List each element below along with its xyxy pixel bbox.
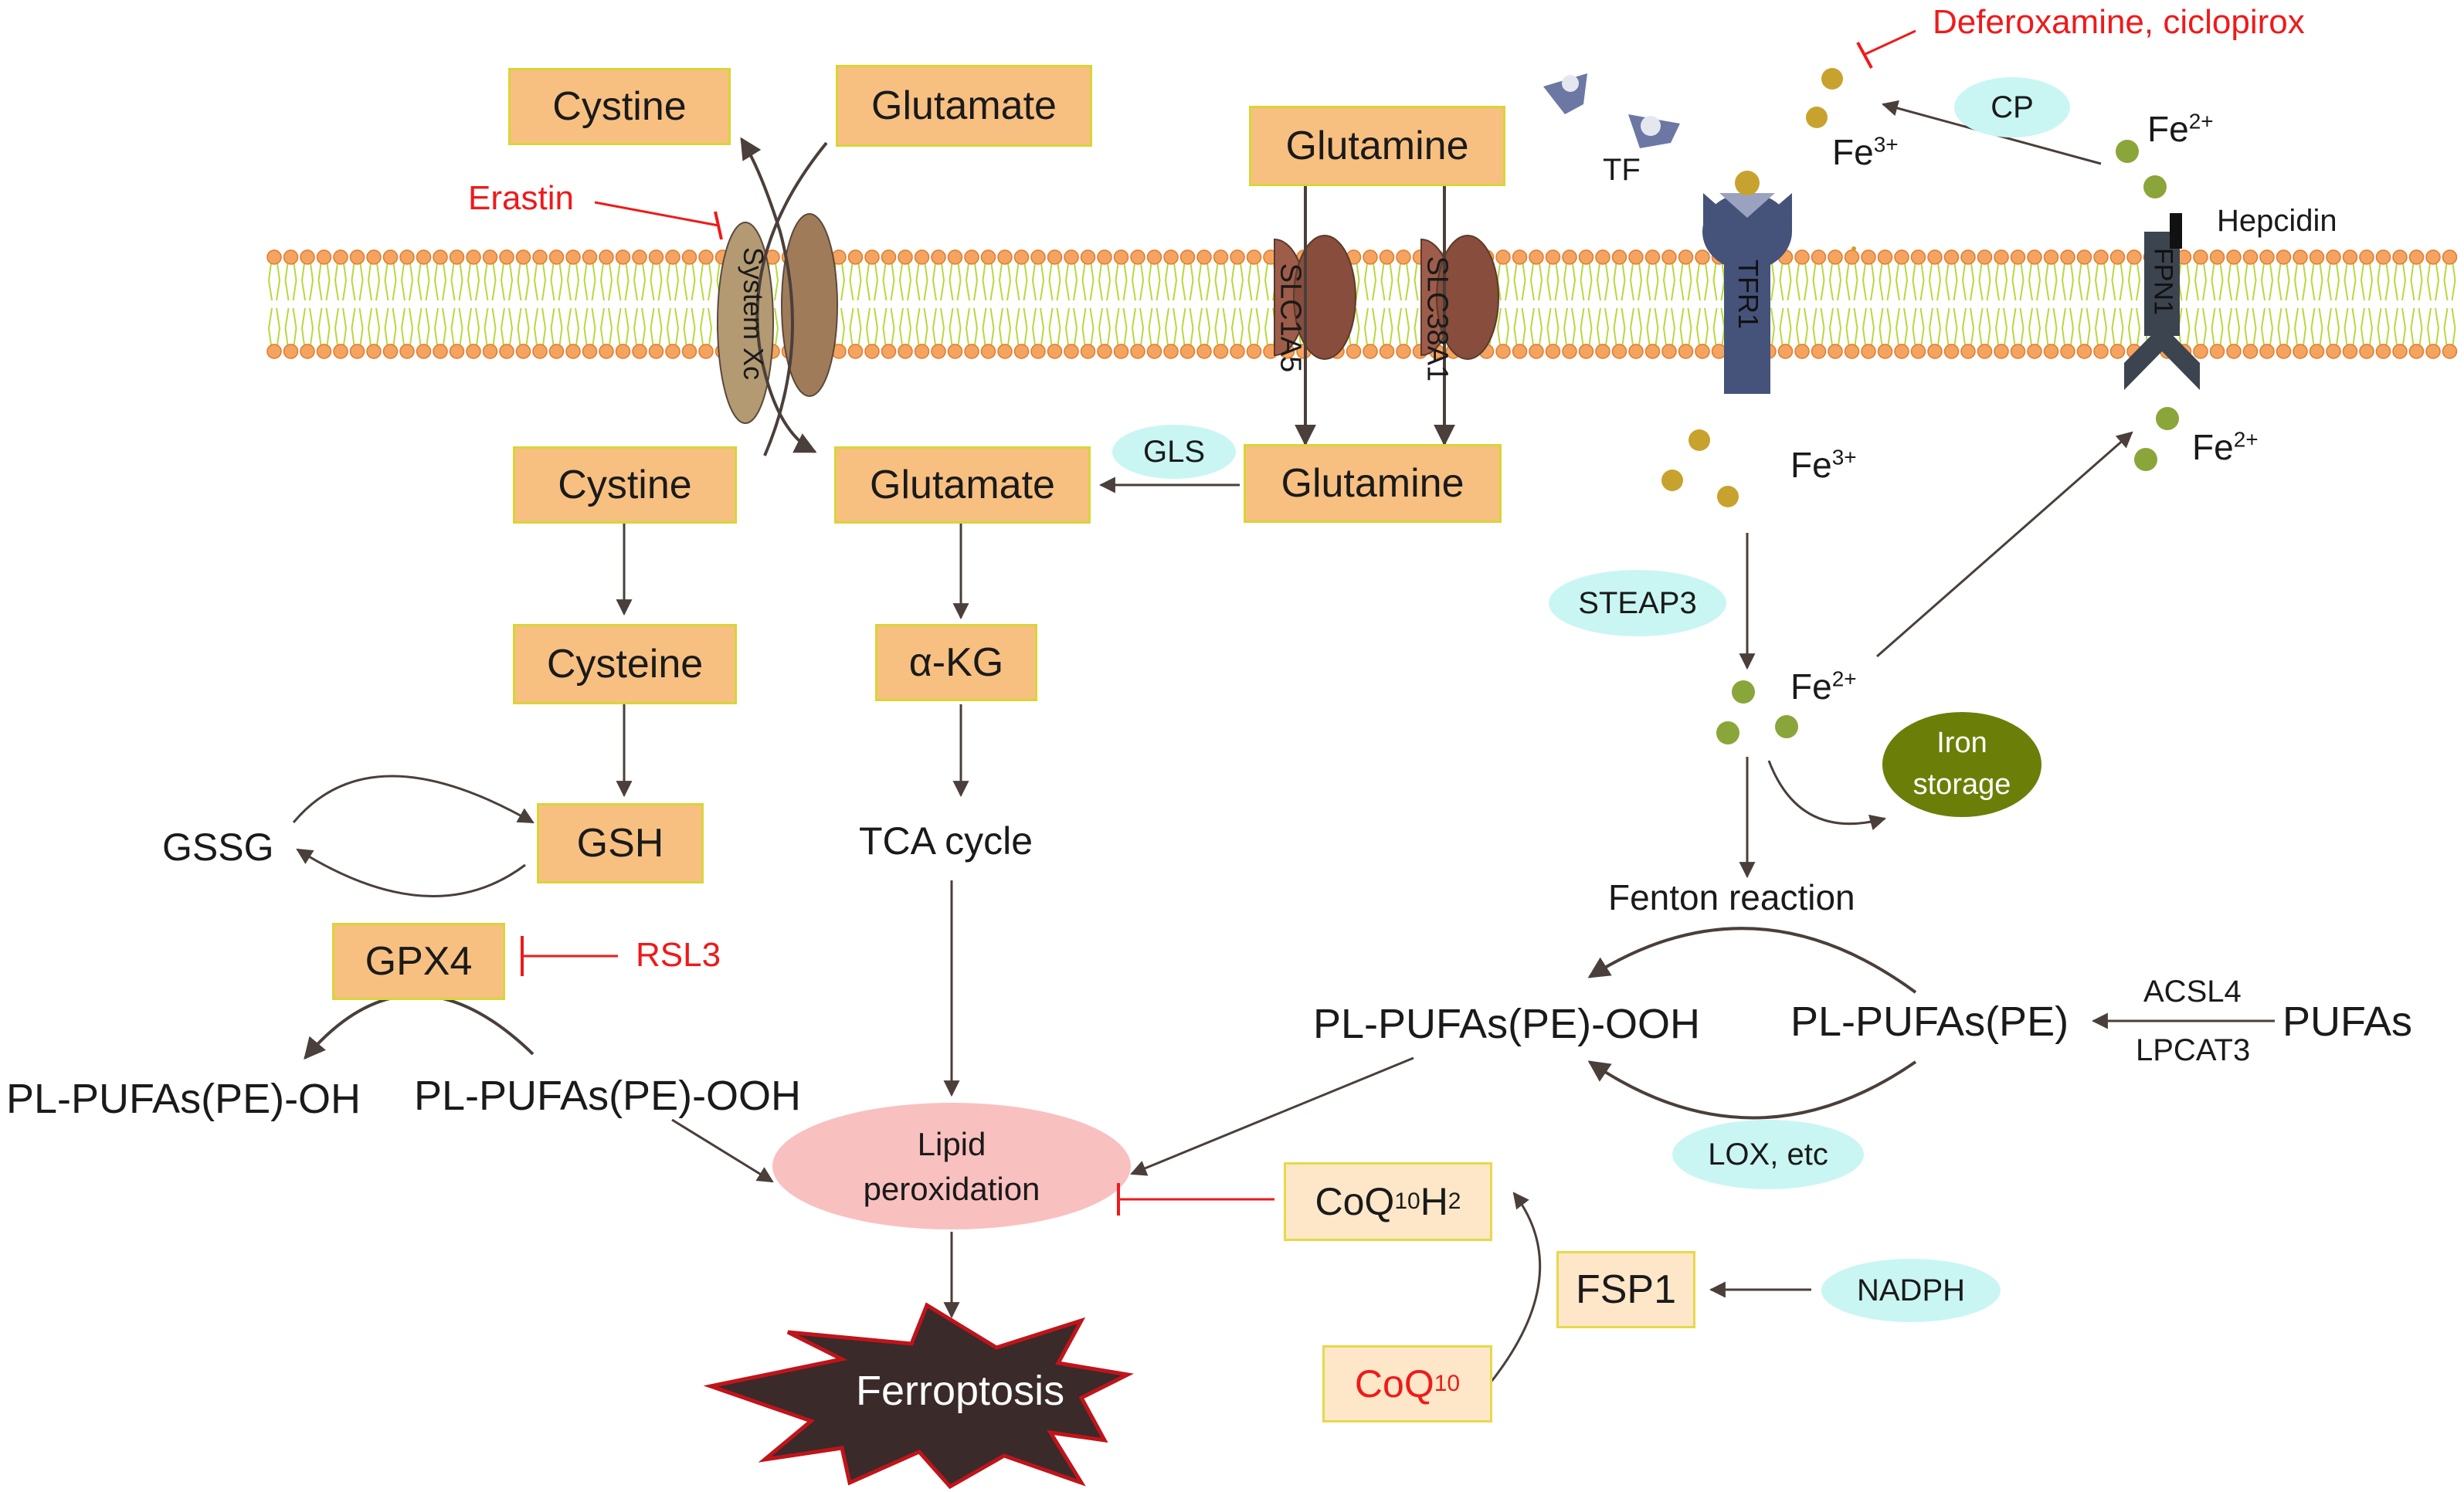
pufas-label: PUFAs <box>2282 999 2413 1045</box>
acsl4-label: ACSL4 <box>2143 975 2242 1009</box>
deferoxamine-label: Deferoxamine, ciclopirox <box>1933 3 2305 41</box>
cystine-inside-box: Cystine <box>513 446 737 524</box>
fe2-outside-label: Fe2+ <box>2147 108 2214 150</box>
lipid-peroxidation-blob <box>772 1103 1131 1229</box>
hepcidin-label: Hepcidin <box>2217 204 2337 238</box>
iron-storage-line1: Iron <box>1936 727 1987 759</box>
lpcat3-label: LPCAT3 <box>2136 1033 2251 1067</box>
tf-icon <box>1543 73 1680 148</box>
fe2-outside-fe: Fe <box>2147 109 2189 149</box>
tfr1-receptor <box>1702 193 1792 394</box>
arrows <box>292 100 2275 1383</box>
slc1a5-label: SLC1A5 <box>1274 263 1307 373</box>
tf-label: TF <box>1603 153 1641 187</box>
glutamine-inside-box: Glutamine <box>1244 444 1502 523</box>
iron-dots <box>1661 68 2179 744</box>
ferroptosis-burst <box>703 1302 1134 1490</box>
cysteine-box: Cysteine <box>513 624 737 704</box>
fe2-inside-sup: 2+ <box>1831 666 1857 691</box>
steap3-pill: STEAP3 <box>1549 570 1726 636</box>
fe2-inside-fe: Fe <box>1790 666 1832 707</box>
nadph-pill: NADPH <box>1821 1259 2001 1322</box>
lipid-peroxidation-label: Lipid peroxidation <box>836 1122 1067 1212</box>
coq10-subscript: 10 <box>1434 1371 1461 1396</box>
system-xc-label: System Xc <box>738 246 769 381</box>
lipid-peroxidation-line1: Lipid <box>917 1126 986 1162</box>
system-xc-transporter <box>717 213 838 424</box>
inhibition-lines <box>521 29 1916 1216</box>
fe2-fpn-label: Fe2+ <box>2192 426 2259 468</box>
cell-membrane <box>266 249 2458 359</box>
gpx4-box: GPX4 <box>332 923 505 1000</box>
fsp1-box: FSP1 <box>1556 1251 1695 1328</box>
rsl3-label: RSL3 <box>636 936 721 974</box>
akg-box: α-KG <box>875 624 1037 701</box>
glutamate-inside-box: Glutamate <box>834 446 1091 524</box>
pl-ooh-left-label: PL-PUFAs(PE)-OOH <box>414 1073 802 1119</box>
tca-label: TCA cycle <box>859 819 1033 863</box>
gssg-label: GSSG <box>162 826 274 869</box>
pl-oh-label: PL-PUFAs(PE)-OH <box>6 1076 361 1122</box>
fe2-fpn-sup: 2+ <box>2233 427 2259 452</box>
slc1a5-transporter <box>1274 234 1356 361</box>
iron-storage-label: Iron storage <box>1885 722 2039 805</box>
coq10h2-h: H <box>1420 1180 1448 1223</box>
fe2-inside-label: Fe2+ <box>1790 666 1857 707</box>
fe3-inside-sup: 3+ <box>1831 445 1857 470</box>
fpn1-exporter <box>2124 213 2200 390</box>
cystine-outside-box: Cystine <box>508 68 731 145</box>
glutamine-outside-box: Glutamine <box>1249 106 1505 186</box>
pl-ooh-right-label: PL-PUFAs(PE)-OOH <box>1313 1001 1701 1047</box>
iron-storage-blob <box>1882 712 2041 817</box>
iron-storage-line2: storage <box>1912 768 2011 801</box>
fenton-label: Fenton reaction <box>1608 877 1855 917</box>
pl-pe-label: PL-PUFAs(PE) <box>1790 999 2069 1045</box>
coq10h2-text: CoQ <box>1315 1180 1395 1223</box>
tfr1-label: TFR1 <box>1733 259 1764 329</box>
fe3-inside-label: Fe3+ <box>1790 444 1857 486</box>
gls-pill: GLS <box>1112 425 1236 479</box>
coq10h2-subscript: 10 <box>1394 1189 1420 1214</box>
fe2-outside-sup: 2+ <box>2188 109 2214 134</box>
lipid-peroxidation-line2: peroxidation <box>863 1171 1040 1207</box>
fe3-outside-fe: Fe <box>1832 132 1874 172</box>
fe3-inside-fe: Fe <box>1790 445 1832 485</box>
fe3-outside-sup: 3+ <box>1873 132 1899 157</box>
cp-pill: CP <box>1954 77 2070 137</box>
fe3-outside-label: Fe3+ <box>1832 131 1899 173</box>
coq10h2-subscript2: 2 <box>1448 1189 1461 1214</box>
glutamate-outside-box: Glutamate <box>836 65 1092 147</box>
slc38a1-label: SLC38A1 <box>1420 256 1454 382</box>
fpn1-label: FPN1 <box>2148 248 2178 315</box>
fe2-fpn-fe: Fe <box>2192 427 2234 467</box>
erastin-label: Erastin <box>468 179 574 217</box>
lox-pill: LOX, etc <box>1672 1120 1864 1189</box>
gsh-box: GSH <box>537 803 704 883</box>
coq10-text: CoQ <box>1354 1362 1434 1406</box>
ferroptosis-label: Ferroptosis <box>856 1368 1065 1414</box>
